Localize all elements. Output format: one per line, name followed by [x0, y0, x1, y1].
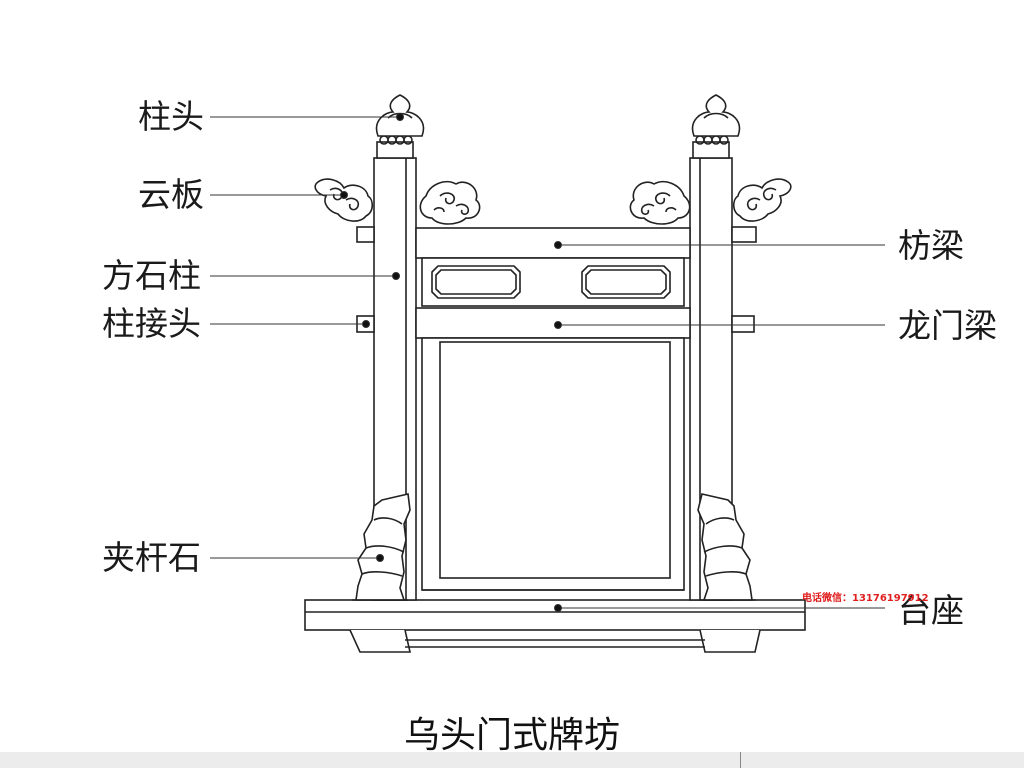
label-taizuo: 台座: [898, 591, 964, 630]
right-clamping-stone: [697, 493, 756, 601]
right-cloud-board: [629, 178, 792, 243]
frieze-panel: [421, 257, 685, 307]
diagram-caption: 乌头门式牌坊: [403, 715, 620, 756]
label-zhujietou: 柱接头: [102, 304, 201, 343]
right-finial: [691, 94, 741, 159]
bottom-divider: [740, 752, 741, 768]
label-yunban: 云板: [138, 175, 204, 214]
label-zhutou: 柱头: [138, 97, 204, 136]
leader-jiaganshi: [210, 554, 384, 562]
leader-fangshizhu: [210, 272, 400, 280]
leader-longmenliang: [554, 321, 885, 329]
label-longmenliang: 龙门梁: [898, 306, 997, 345]
leader-fangliang: [554, 241, 885, 249]
label-fangliang: 枋梁: [898, 226, 964, 265]
leader-zhujietou: [210, 320, 370, 328]
upper-beam: [415, 227, 691, 259]
label-fangshizhu: 方石柱: [102, 256, 201, 295]
leader-yunban: [210, 191, 348, 199]
left-cloud-board: [314, 178, 481, 243]
base-platform: [304, 599, 806, 653]
left-clamping-stone: [352, 493, 411, 601]
doorway: [421, 337, 685, 591]
leader-zhutou: [210, 113, 404, 121]
bottom-bar: [0, 752, 1024, 768]
label-jiaganshi: 夹杆石: [102, 538, 201, 577]
left-finial: [375, 94, 425, 159]
contact-watermark: 电话微信：13176197912: [802, 593, 929, 604]
leader-taizuo: [554, 604, 885, 612]
